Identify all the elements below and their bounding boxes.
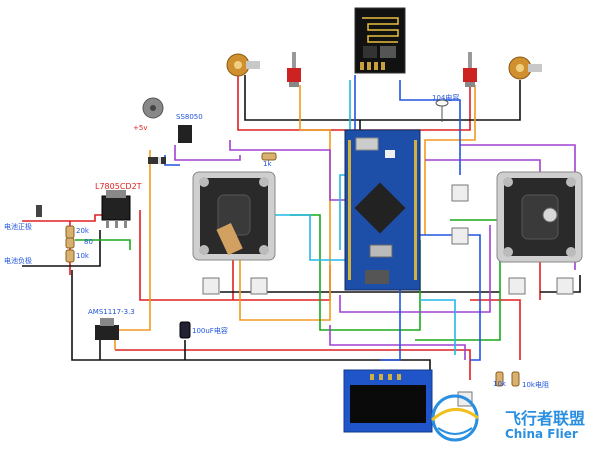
label-r-10k-divider: 10k电阻 bbox=[522, 381, 549, 389]
button-right-2 bbox=[556, 277, 574, 295]
label-battery-pos: 电池正极 bbox=[4, 223, 32, 231]
button-mid-1 bbox=[451, 184, 469, 202]
wire-purple-bottom bbox=[339, 225, 491, 313]
stm32-board bbox=[344, 129, 421, 291]
wire-purple-led bbox=[174, 145, 241, 161]
resistors bbox=[65, 152, 520, 387]
label-r-10k-left: 10k bbox=[76, 252, 89, 260]
toggle-switch-left bbox=[287, 52, 301, 87]
wire-orange-left bbox=[114, 150, 151, 350]
nrf24-module bbox=[354, 7, 406, 74]
resistor-10k-left bbox=[65, 249, 75, 263]
button-left-2 bbox=[250, 277, 268, 295]
label-regulator: L7805CD2T bbox=[95, 182, 142, 191]
label-battery-neg: 电池负极 bbox=[4, 257, 32, 265]
wire-blue-right bbox=[399, 80, 461, 175]
wire-cyan-low bbox=[420, 299, 456, 355]
wire-black-right bbox=[540, 275, 581, 293]
label-r-20k: 20k bbox=[76, 227, 89, 235]
capacitor-100uf bbox=[179, 321, 191, 339]
wire-blue-low bbox=[380, 280, 401, 361]
label-r-1k: 1k bbox=[263, 160, 272, 168]
potentiometer-left bbox=[226, 53, 260, 77]
wire-blue-switch bbox=[410, 234, 481, 361]
resistor-10k-divider bbox=[511, 371, 520, 387]
watermark-logo bbox=[431, 394, 479, 442]
wire-orange-right bbox=[424, 85, 476, 235]
label-transistor: SS8050 bbox=[176, 113, 203, 121]
resistor-80 bbox=[65, 237, 75, 249]
wire-red-right bbox=[470, 299, 521, 360]
led-diode bbox=[148, 157, 166, 164]
toggle-switch-right bbox=[463, 52, 477, 87]
wire-green-left bbox=[75, 239, 131, 250]
label-capacitor-small: 104电容 bbox=[432, 94, 460, 102]
left-gimbal bbox=[192, 171, 276, 261]
right-gimbal bbox=[496, 171, 583, 263]
wire-cyan-left bbox=[275, 214, 345, 261]
oled-display bbox=[343, 369, 433, 433]
regulator-l7805 bbox=[101, 190, 131, 228]
wire-purple-top bbox=[229, 140, 345, 201]
capacitor-104 bbox=[435, 99, 449, 122]
wire-red-bottom bbox=[115, 349, 471, 380]
button-mid-2 bbox=[451, 227, 469, 245]
label-ldo: AMS1117-3.3 bbox=[88, 308, 135, 316]
wire-orange-mid bbox=[239, 85, 331, 321]
wires bbox=[22, 75, 581, 390]
resistor-10k-bottom bbox=[495, 371, 504, 387]
wire-green-right bbox=[415, 219, 501, 341]
ldo-ams1117 bbox=[95, 318, 119, 340]
watermark-brand: 飞行者联盟 bbox=[505, 409, 586, 428]
label-r-80: 80 bbox=[84, 238, 93, 246]
transistor-ss8050 bbox=[178, 125, 192, 143]
wire-red-battery bbox=[22, 214, 110, 222]
potentiometer-right bbox=[508, 56, 542, 80]
wire-black-battery bbox=[22, 230, 101, 267]
buzzer bbox=[142, 97, 164, 119]
battery-switch bbox=[36, 205, 42, 217]
resistor-20k bbox=[65, 225, 75, 239]
resistor-1k bbox=[261, 152, 277, 161]
wire-black-top bbox=[244, 75, 521, 121]
watermark-brand-en: China Flier bbox=[505, 427, 578, 441]
label-plus5v: +5v bbox=[133, 124, 148, 132]
button-right-1 bbox=[508, 277, 526, 295]
wire-purple-low bbox=[329, 325, 466, 360]
tactile-buttons bbox=[202, 184, 574, 407]
label-capacitor-large: 100uF电容 bbox=[192, 327, 228, 335]
button-left-1 bbox=[202, 277, 220, 295]
label-r-10k-bottom: 10k bbox=[493, 380, 506, 388]
